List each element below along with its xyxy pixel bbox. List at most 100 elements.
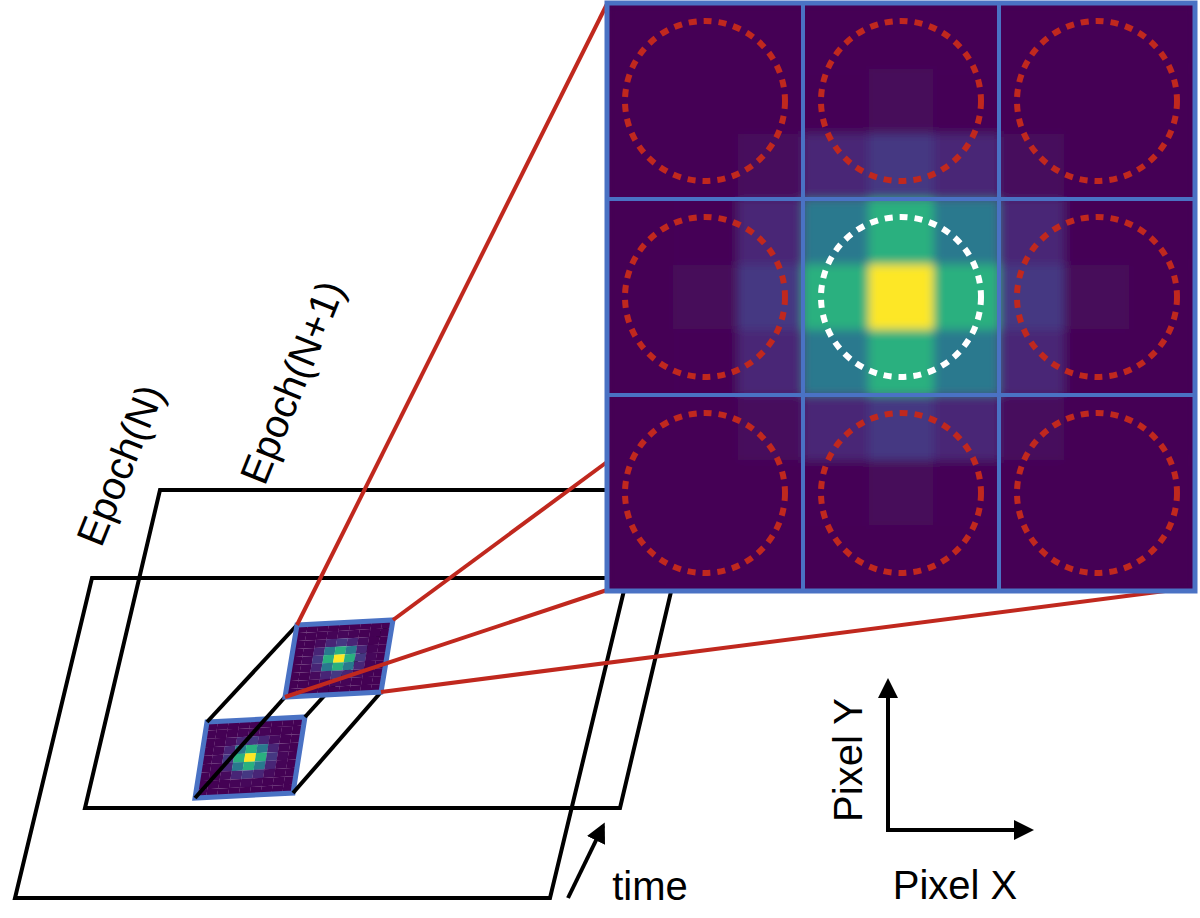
heat-pixel bbox=[672, 68, 738, 134]
patch-border bbox=[285, 620, 393, 697]
heat-pixel bbox=[361, 677, 373, 686]
heat-pixel bbox=[230, 770, 242, 779]
grid-cell bbox=[607, 199, 803, 395]
heat-pixel bbox=[256, 744, 268, 753]
heat-pixel bbox=[1064, 526, 1130, 591]
heat-pixel bbox=[324, 647, 336, 656]
heat-pixel bbox=[868, 264, 934, 330]
time-arrow bbox=[568, 826, 603, 898]
heat-pixel bbox=[266, 752, 278, 761]
epoch-label: Epoch(N) bbox=[70, 379, 170, 551]
heat-pixel bbox=[267, 743, 279, 752]
heat-pixel bbox=[244, 753, 256, 762]
patch-border bbox=[195, 717, 305, 798]
heatmap bbox=[607, 3, 1195, 591]
heat-pixel bbox=[934, 68, 1000, 134]
heat-pixel bbox=[322, 655, 334, 664]
heat-pixel bbox=[268, 735, 280, 744]
aperture-circle bbox=[1017, 21, 1177, 181]
grid-cell bbox=[607, 395, 803, 591]
heat-pixel bbox=[607, 264, 673, 330]
epoch-frame bbox=[15, 578, 627, 898]
heat-pixel bbox=[1064, 3, 1130, 69]
heat-pixel bbox=[214, 738, 226, 747]
heat-pixel bbox=[219, 771, 231, 780]
pixel-patch bbox=[285, 620, 393, 697]
heat-pixel bbox=[369, 629, 381, 638]
heat-pixel bbox=[263, 769, 275, 778]
heat-pixel bbox=[273, 777, 285, 786]
heat-pixel bbox=[1130, 460, 1195, 526]
heat-pixel bbox=[304, 640, 316, 649]
aperture-circle bbox=[625, 413, 785, 573]
grid-cell bbox=[999, 3, 1195, 199]
heat-pixel bbox=[275, 760, 287, 769]
heat-pixel bbox=[345, 646, 357, 655]
panel-ground bbox=[607, 3, 1195, 591]
heat-pixel bbox=[1130, 68, 1195, 134]
heat-pixel bbox=[314, 639, 326, 648]
heat-pixel bbox=[803, 264, 869, 330]
heat-pixel bbox=[1064, 330, 1130, 396]
heat-pixel bbox=[226, 729, 238, 738]
heat-pixel bbox=[868, 526, 934, 591]
heat-pixel bbox=[934, 460, 1000, 526]
heat-pixel bbox=[350, 677, 362, 686]
heat-pixel bbox=[672, 460, 738, 526]
heat-pixel bbox=[253, 761, 265, 770]
heat-pixel bbox=[337, 630, 349, 639]
pixel-patches bbox=[195, 620, 393, 798]
heat-pixel bbox=[259, 727, 271, 736]
heat-pixel bbox=[803, 68, 869, 134]
heat-pixel bbox=[358, 629, 370, 638]
heat-pixel bbox=[251, 778, 263, 787]
heat-pixel bbox=[241, 770, 253, 779]
heat-pixel bbox=[607, 460, 673, 526]
prism-line bbox=[207, 625, 297, 722]
heat-pixel bbox=[336, 638, 348, 647]
heat-pixel bbox=[868, 68, 934, 134]
zoom-panel bbox=[607, 3, 1196, 592]
heat-pixel bbox=[365, 653, 377, 662]
heat-pixel bbox=[281, 726, 293, 735]
heat-pixel bbox=[868, 3, 934, 69]
prism-line bbox=[293, 692, 381, 793]
heat-pixel bbox=[300, 664, 312, 673]
heat-pixel bbox=[243, 761, 255, 770]
heat-pixel bbox=[357, 637, 369, 646]
heat-pixel bbox=[215, 729, 227, 738]
pixel-patch bbox=[195, 717, 305, 798]
heat-pixel bbox=[305, 632, 317, 641]
prism-line bbox=[305, 620, 393, 717]
heat-pixel bbox=[313, 647, 325, 656]
heat-pixel bbox=[240, 778, 252, 787]
heat-pixel bbox=[252, 769, 264, 778]
heat-pixel bbox=[245, 745, 257, 754]
heat-pixel bbox=[1064, 199, 1130, 265]
heat-pixel bbox=[356, 645, 368, 654]
heat-pixel bbox=[803, 460, 869, 526]
heat-pixel bbox=[934, 264, 1000, 330]
heat-pixel bbox=[325, 639, 337, 648]
heat-pixel bbox=[312, 655, 324, 664]
axis-label: Pixel X bbox=[893, 865, 1018, 905]
heat-pixel bbox=[1064, 68, 1130, 134]
heat-pixel bbox=[301, 656, 313, 665]
heat-pixel bbox=[255, 752, 267, 761]
heat-pixel bbox=[225, 737, 237, 746]
heat-pixel bbox=[868, 134, 934, 200]
heat-pixel bbox=[672, 395, 738, 461]
heat-pixel bbox=[237, 728, 249, 737]
heat-pixel bbox=[332, 662, 344, 671]
epoch-label: Epoch(N+1) bbox=[233, 275, 350, 489]
heat-pixel bbox=[868, 460, 934, 526]
heat-pixel bbox=[326, 631, 338, 640]
heat-pixel bbox=[738, 264, 804, 330]
grid-cell bbox=[803, 395, 999, 591]
heat-pixel bbox=[279, 734, 291, 743]
aperture-circle bbox=[625, 21, 785, 181]
panel-border bbox=[607, 3, 1195, 591]
heat-pixel bbox=[672, 330, 738, 396]
heat-pixel bbox=[297, 680, 309, 689]
heat-pixel bbox=[1064, 264, 1130, 330]
